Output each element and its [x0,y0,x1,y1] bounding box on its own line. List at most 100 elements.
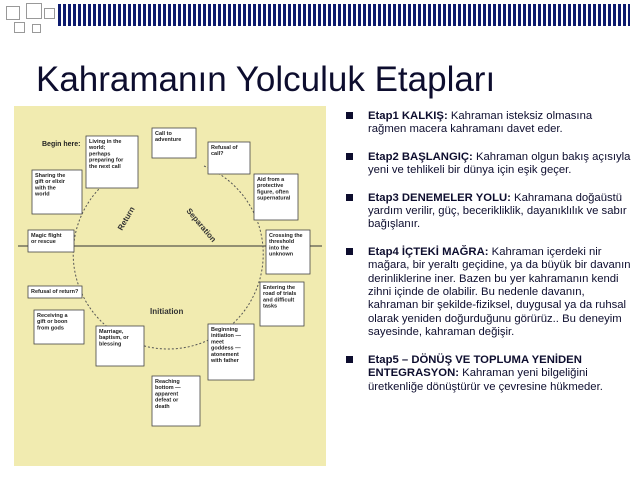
stage-box-text: supernatural [257,196,291,202]
begin-here-label: Begin here: [42,141,81,148]
square-bullet-icon [346,193,353,201]
stage-box-text: defeat or [155,398,179,404]
stage-box-text: protective [257,183,283,189]
stage-box-frame [151,375,201,427]
square-bullet-icon [346,355,353,363]
stage-box-text: or rescue [31,239,56,245]
stage-box-text: goddess — [211,346,241,352]
stage-box-text: Marriage, [99,329,124,335]
stage-box-text: adventure [155,137,181,143]
stage-box-text: Entering the [263,285,295,291]
stage-box-text: and difficult [263,297,294,303]
stage-box-text: initiation — [211,333,241,339]
stage-box-text: gift or elixir [35,179,66,185]
initiation-label: Initiation [150,307,183,316]
stage-box-frame [151,127,197,159]
square-bullet-icon [346,247,353,255]
bullet-heading: Etap5 – DÖNÜŞ VE TOPLUMA YENİDEN ENTEGRA… [368,353,582,380]
stage-box-text: gift or boon [37,319,68,325]
hero-journey-diagram: Begin here: Return Separation Initiation… [14,106,326,466]
stage-box-text: Call to [155,131,172,137]
bullet-text: Kahraman isteksiz olmasına rağmen macera… [368,110,593,136]
stage-box-text: unknown [269,252,294,258]
stage-box-frame [95,325,145,367]
bullet-text: Kahraman olgun bakış açısıyla yeni ve te… [368,150,631,177]
stage-box-text: Living in the [89,139,121,145]
stage-box-text: world; [88,145,106,151]
stage-box-text: blessing [99,341,121,347]
decorative-header [0,0,638,40]
stage-box: Refusal of return? [27,285,83,299]
stage-box-text: into the [269,245,289,251]
stage-box-text: Receiving a [37,313,69,319]
bullet-text: Kahraman yeni bilgeliğini üretkenliğe dö… [368,367,603,393]
stage-box-text: Refusal of [211,145,238,151]
stage-box-frame [31,169,83,215]
list-item: Etap3 DENEMELER YOLU: Kahramana doğaüstü… [346,192,632,232]
list-item: Etap1 KALKIŞ: Kahraman isteksiz olmasına… [346,110,632,137]
bullet-heading: Etap2 BAŞLANGIÇ: [368,150,473,163]
bullet-heading: Etap4 İÇTEKİ MAĞRA: [368,245,489,258]
stage-box-text: the next call [89,164,121,170]
stage-box-frame [85,135,139,189]
stage-box-frame [27,285,83,299]
stage-box-text: death [155,404,170,410]
corner-square-2 [26,3,42,19]
stage-box-frame [265,229,311,275]
stage-box-text: atonement [211,352,239,358]
corner-square-4 [14,22,25,33]
stage-box-text: baptism, or [99,335,130,341]
bullet-heading: Etap3 DENEMELER YOLU: [368,191,511,204]
stage-box-text: with father [210,358,240,364]
stage-box-frame [253,173,299,221]
stage-box-frame [27,229,75,253]
stage-box-text: Aid from a [257,177,285,183]
stage-box-text: figure, often [257,189,289,195]
stage-box-text: with the [34,185,56,191]
stage-box-text: bottom — [155,385,181,391]
bullet-text: Kahraman içerdeki nir mağara, bir yeralt… [368,245,631,339]
square-bullet-icon [346,152,353,160]
stage-box-text: from gods [37,325,64,331]
stage-box-frame [207,323,255,381]
stage-box-text: call? [211,151,224,157]
stage-box-frame [33,309,85,345]
stage-box-text: Reaching [155,379,180,385]
list-item: Etap4 İÇTEKİ MAĞRA: Kahraman içerdeki ni… [346,246,632,340]
stage-box-frame [207,141,251,175]
stage-box-text: meet [211,339,224,345]
corner-square-5 [32,24,41,33]
stage-box-text: Beginning [211,327,238,333]
bullet-text: Kahramana doğaüstü yardım verilir, güç, … [368,191,627,231]
stage-box-text: tasks [263,304,277,310]
bullet-heading: Etap1 KALKIŞ: [368,110,448,122]
list-item: Etap5 – DÖNÜŞ VE TOPLUMA YENİDEN ENTEGRA… [346,354,632,394]
corner-square-3 [44,8,55,19]
stage-box-text: perhaps [89,151,110,157]
stage-box-text: Sharing the [35,173,65,179]
stage-box-text: Refusal of return? [31,289,79,295]
stage-box-text: preparing for [89,158,124,164]
stage-box-text: Magic flight [31,233,62,239]
stage-box-text: threshold [269,239,294,245]
stage-box-text: Crossing the [269,233,303,239]
stage-box-text: apparent [155,391,178,397]
stage-box-text: road of trials [263,291,296,297]
list-item: Etap2 BAŞLANGIÇ: Kahraman olgun bakış aç… [346,151,632,178]
stage-box-text: world [34,192,50,198]
stage-box-frame [259,281,305,327]
slide-title: Kahramanın Yolculuk Etapları [36,60,496,99]
